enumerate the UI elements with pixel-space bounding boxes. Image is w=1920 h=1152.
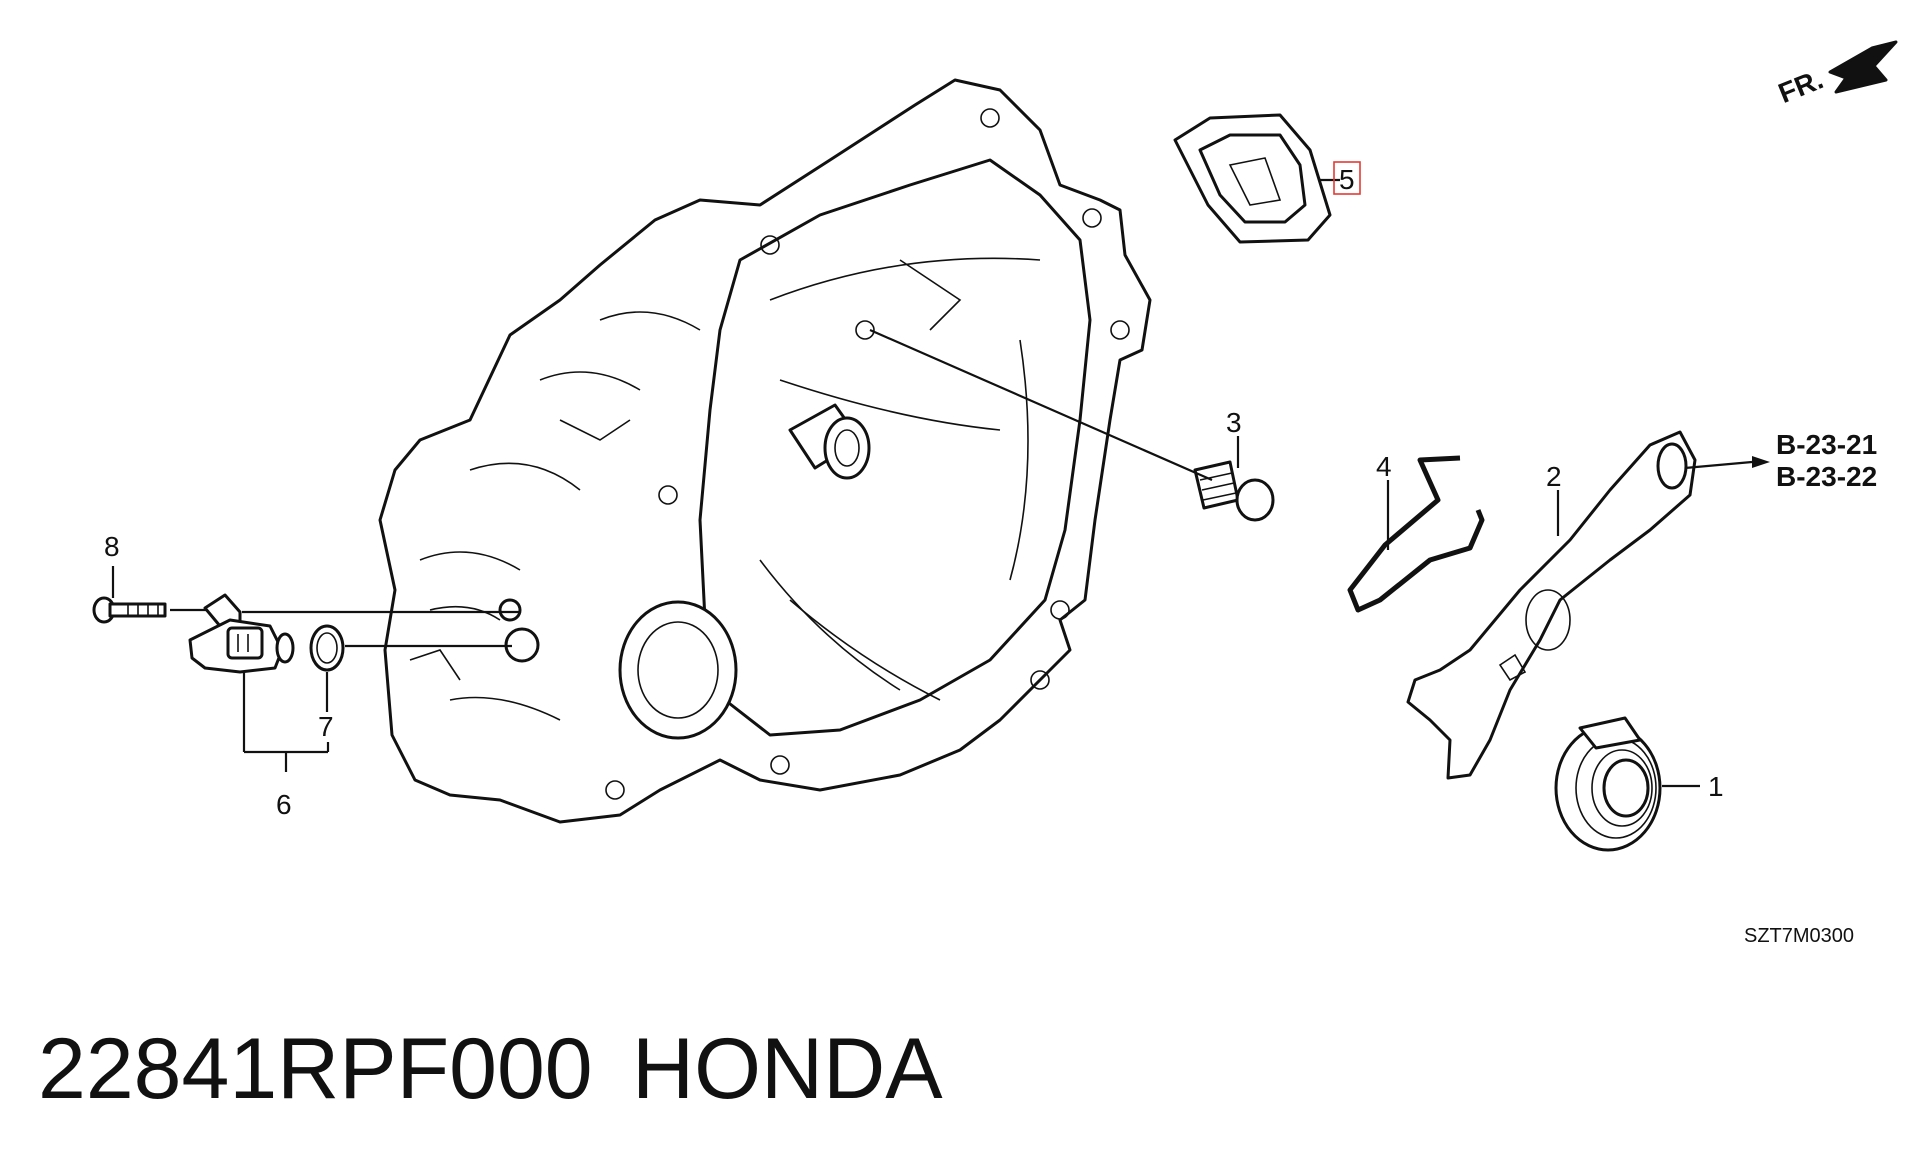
callout-2: 2 [1546,461,1562,492]
part-4-spring-clip [1347,455,1485,613]
callout-5: 5 [1339,164,1355,195]
arrow-head-icon [1752,456,1770,468]
caption-brand: HONDA [632,1021,943,1117]
callout-4: 4 [1376,451,1392,482]
front-arrow-icon [1828,40,1898,94]
callout-7: 7 [318,711,334,742]
diagram-code: SZT7M0300 [1744,925,1854,947]
caption-part-number: 22841RPF000 [38,1021,593,1117]
reference-b-23-21: B-23-21 [1776,429,1877,460]
part-2-release-fork [1406,430,1697,780]
part-1-release-bearing [1554,716,1662,852]
part-5-boot [1173,113,1332,244]
callout-3: 3 [1226,407,1242,438]
callout-1: 1 [1708,771,1724,802]
callout-6: 6 [276,789,292,820]
callout-8: 8 [104,531,120,562]
part-3-bolt [1193,460,1275,522]
reference-b-23-22: B-23-22 [1776,461,1877,492]
part-7-o-ring [309,624,345,672]
part-6-speed-sensor [188,593,295,674]
callout-5-highlight-box [1333,161,1361,195]
part-8-bolt [92,596,167,624]
clutch-housing [378,78,1152,824]
orientation-label: FR. [1774,63,1827,109]
